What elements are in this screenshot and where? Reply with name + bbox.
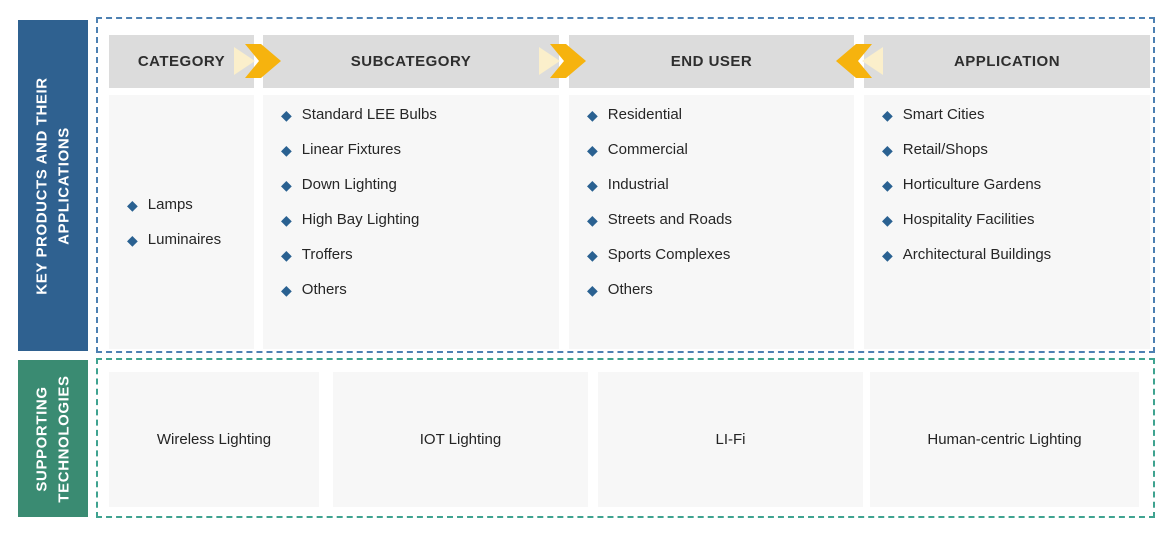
list-item-label: Linear Fixtures [301, 141, 401, 158]
diamond-bullet-icon: ◆ [281, 281, 292, 298]
column-header-subcategory: SUBCATEGORY [263, 35, 559, 88]
list-item-label: Industrial [607, 176, 669, 193]
side-label-line: APPLICATIONS [55, 126, 72, 245]
list-item-label: Sports Complexes [607, 246, 731, 263]
list-item: ◆ Horticulture Gardens [882, 167, 1150, 202]
diamond-bullet-icon: ◆ [281, 176, 292, 193]
diamond-bullet-icon: ◆ [281, 141, 292, 158]
list-item-label: Smart Cities [902, 106, 985, 123]
list-item-label: Down Lighting [301, 176, 397, 193]
list-item-label: Streets and Roads [607, 211, 733, 228]
tech-box-li-fi: LI-Fi [598, 372, 863, 507]
list-item-label: Retail/Shops [902, 141, 988, 158]
flow-arrow-left-icon [836, 44, 883, 78]
list-item: ◆ High Bay Lighting [281, 202, 559, 237]
list-item-label: Troffers [301, 246, 353, 263]
diamond-bullet-icon: ◆ [587, 141, 598, 158]
tech-box-wireless-lighting: Wireless Lighting [109, 372, 319, 507]
diamond-bullet-icon: ◆ [882, 246, 893, 263]
column-body-end-user: ◆ Residential ◆ Commercial ◆ Industrial … [569, 95, 854, 349]
list-item-label: Standard LEE Bulbs [301, 106, 437, 123]
diamond-bullet-icon: ◆ [281, 106, 292, 123]
application-list: ◆ Smart Cities ◆ Retail/Shops ◆ Horticul… [864, 95, 1150, 272]
flow-arrow-right-icon [539, 44, 586, 78]
diamond-bullet-icon: ◆ [127, 231, 138, 248]
supporting-technologies-side-label-text: SUPPORTING TECHNOLOGIES [31, 375, 75, 502]
diamond-bullet-icon: ◆ [587, 211, 598, 228]
list-item: ◆ Standard LEE Bulbs [281, 97, 559, 132]
list-item-label: Horticulture Gardens [902, 176, 1042, 193]
list-item: ◆ Lamps [127, 187, 221, 222]
list-item-label: Luminaires [147, 231, 222, 248]
list-item: ◆ Hospitality Facilities [882, 202, 1150, 237]
list-item-label: Residential [607, 106, 682, 123]
list-item: ◆ Retail/Shops [882, 132, 1150, 167]
list-item: ◆ Residential [587, 97, 854, 132]
list-item-label: Lamps [147, 196, 193, 213]
key-products-side-label: KEY PRODUCTS AND THEIR APPLICATIONS [18, 20, 88, 351]
category-list: ◆ Lamps ◆ Luminaires [109, 187, 221, 257]
list-item-label: Hospitality Facilities [902, 211, 1035, 228]
list-item: ◆ Linear Fixtures [281, 132, 559, 167]
column-header-end-user: END USER [569, 35, 854, 88]
list-item-label: Others [607, 281, 653, 298]
list-item-label: Commercial [607, 141, 688, 158]
diamond-bullet-icon: ◆ [281, 211, 292, 228]
key-products-panel: CATEGORY ◆ Lamps ◆ Luminaires SUBCATEGOR… [96, 17, 1155, 353]
list-item: ◆ Luminaires [127, 222, 221, 257]
diamond-bullet-icon: ◆ [587, 176, 598, 193]
list-item-label: Others [301, 281, 347, 298]
list-item: ◆ Streets and Roads [587, 202, 854, 237]
list-item: ◆ Sports Complexes [587, 237, 854, 272]
diamond-bullet-icon: ◆ [587, 281, 598, 298]
column-header-application: APPLICATION [864, 35, 1150, 88]
diamond-bullet-icon: ◆ [882, 106, 893, 123]
diamond-bullet-icon: ◆ [882, 176, 893, 193]
diamond-bullet-icon: ◆ [882, 141, 893, 158]
list-item-label: High Bay Lighting [301, 211, 420, 228]
diamond-bullet-icon: ◆ [587, 106, 598, 123]
supporting-technologies-side-label: SUPPORTING TECHNOLOGIES [18, 360, 88, 517]
column-body-subcategory: ◆ Standard LEE Bulbs ◆ Linear Fixtures ◆… [263, 95, 559, 349]
subcategory-list: ◆ Standard LEE Bulbs ◆ Linear Fixtures ◆… [263, 95, 559, 307]
list-item: ◆ Down Lighting [281, 167, 559, 202]
column-body-application: ◆ Smart Cities ◆ Retail/Shops ◆ Horticul… [864, 95, 1150, 349]
list-item: ◆ Smart Cities [882, 97, 1150, 132]
side-label-line: KEY PRODUCTS AND THEIR [33, 76, 51, 295]
list-item: ◆ Others [281, 272, 559, 307]
list-item: ◆ Commercial [587, 132, 854, 167]
diamond-bullet-icon: ◆ [127, 196, 138, 213]
column-header-category: CATEGORY [109, 35, 254, 88]
list-item: ◆ Others [587, 272, 854, 307]
tech-box-human-centric-lighting: Human-centric Lighting [870, 372, 1139, 507]
column-body-category: ◆ Lamps ◆ Luminaires [109, 95, 254, 349]
side-label-line: SUPPORTING [33, 385, 51, 492]
list-item-label: Architectural Buildings [902, 246, 1052, 263]
tech-box-iot-lighting: IOT Lighting [333, 372, 588, 507]
list-item: ◆ Troffers [281, 237, 559, 272]
diamond-bullet-icon: ◆ [882, 211, 893, 228]
end-user-list: ◆ Residential ◆ Commercial ◆ Industrial … [569, 95, 854, 307]
diamond-bullet-icon: ◆ [281, 246, 292, 263]
flow-arrow-right-icon [234, 44, 281, 78]
list-item: ◆ Architectural Buildings [882, 237, 1150, 272]
diamond-bullet-icon: ◆ [587, 246, 598, 263]
key-products-side-label-text: KEY PRODUCTS AND THEIR APPLICATIONS [31, 77, 75, 294]
side-label-line: TECHNOLOGIES [55, 374, 72, 503]
list-item: ◆ Industrial [587, 167, 854, 202]
supporting-technologies-panel: Wireless Lighting IOT Lighting LI-Fi Hum… [96, 358, 1155, 518]
